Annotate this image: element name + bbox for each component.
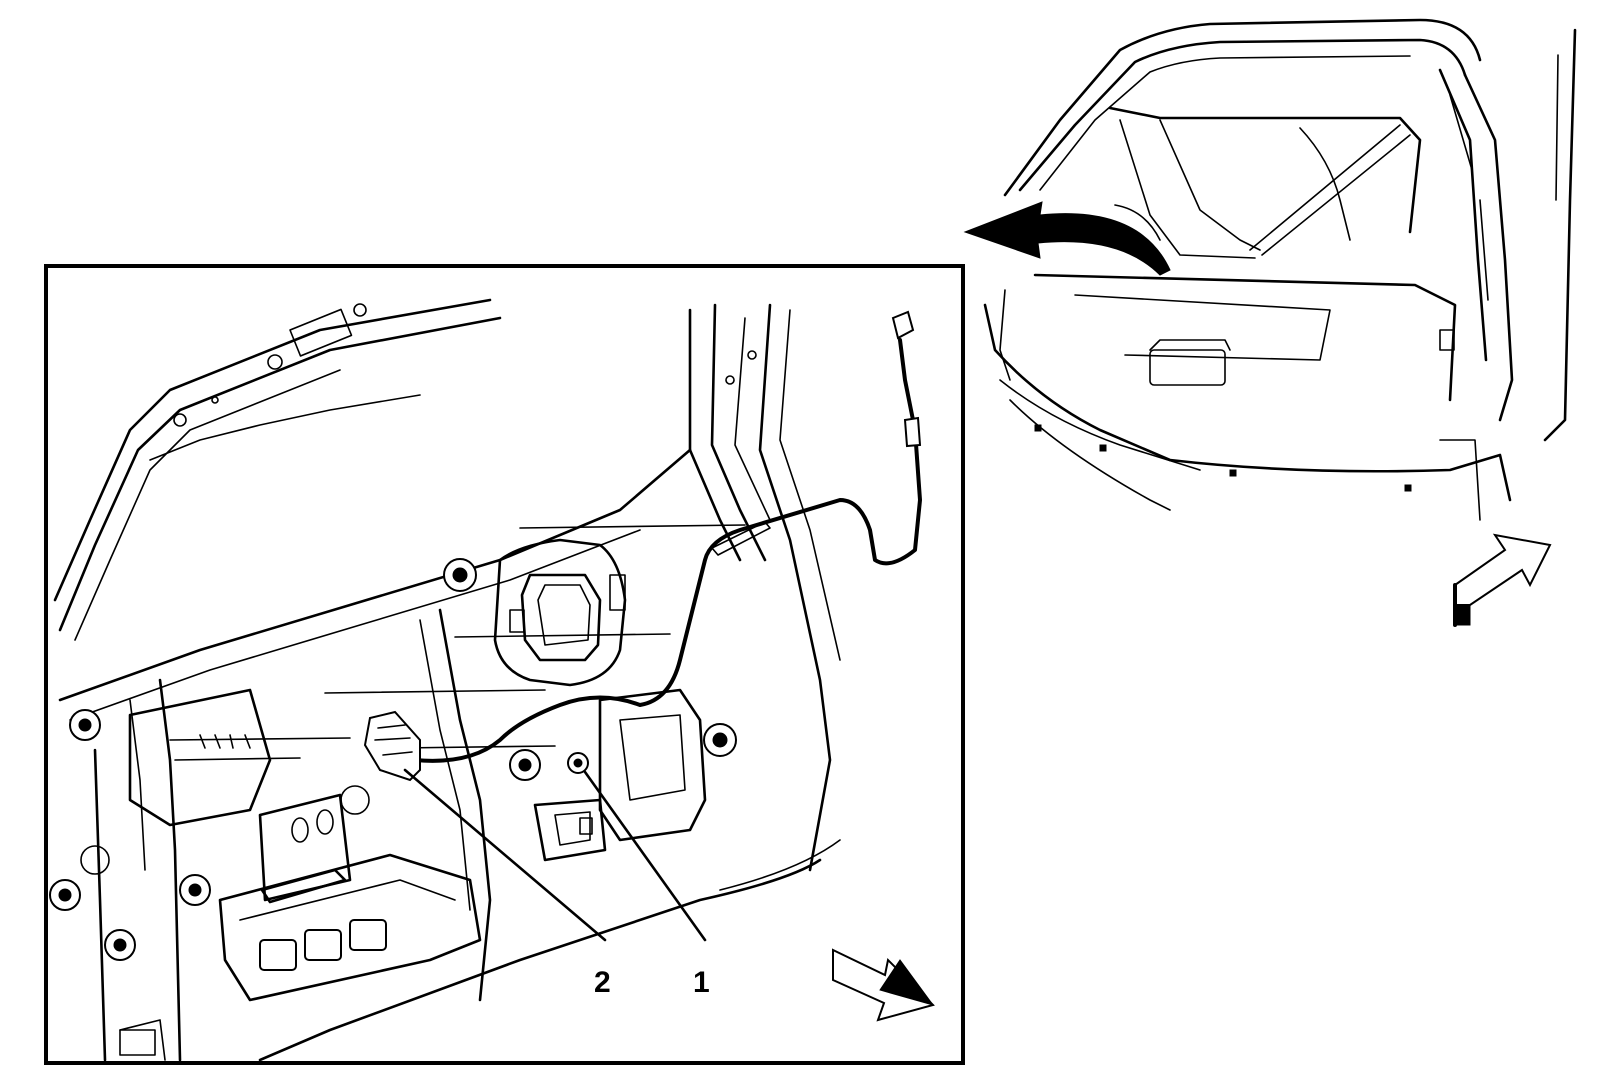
- callout-1-leader: [583, 770, 707, 942]
- view-arrow-icon: [832, 948, 935, 1022]
- vehicle-rear-overview: [963, 18, 1577, 627]
- orientation-arrow-icon: [1453, 533, 1552, 627]
- callout-2-leader: [403, 768, 607, 942]
- detail-view: 2 1: [44, 264, 965, 1065]
- callout-2-label: 2: [594, 966, 611, 999]
- detail-frame: [44, 264, 965, 1065]
- callout-1-label: 1: [693, 966, 710, 999]
- rotation-arrow-icon: [963, 201, 1171, 276]
